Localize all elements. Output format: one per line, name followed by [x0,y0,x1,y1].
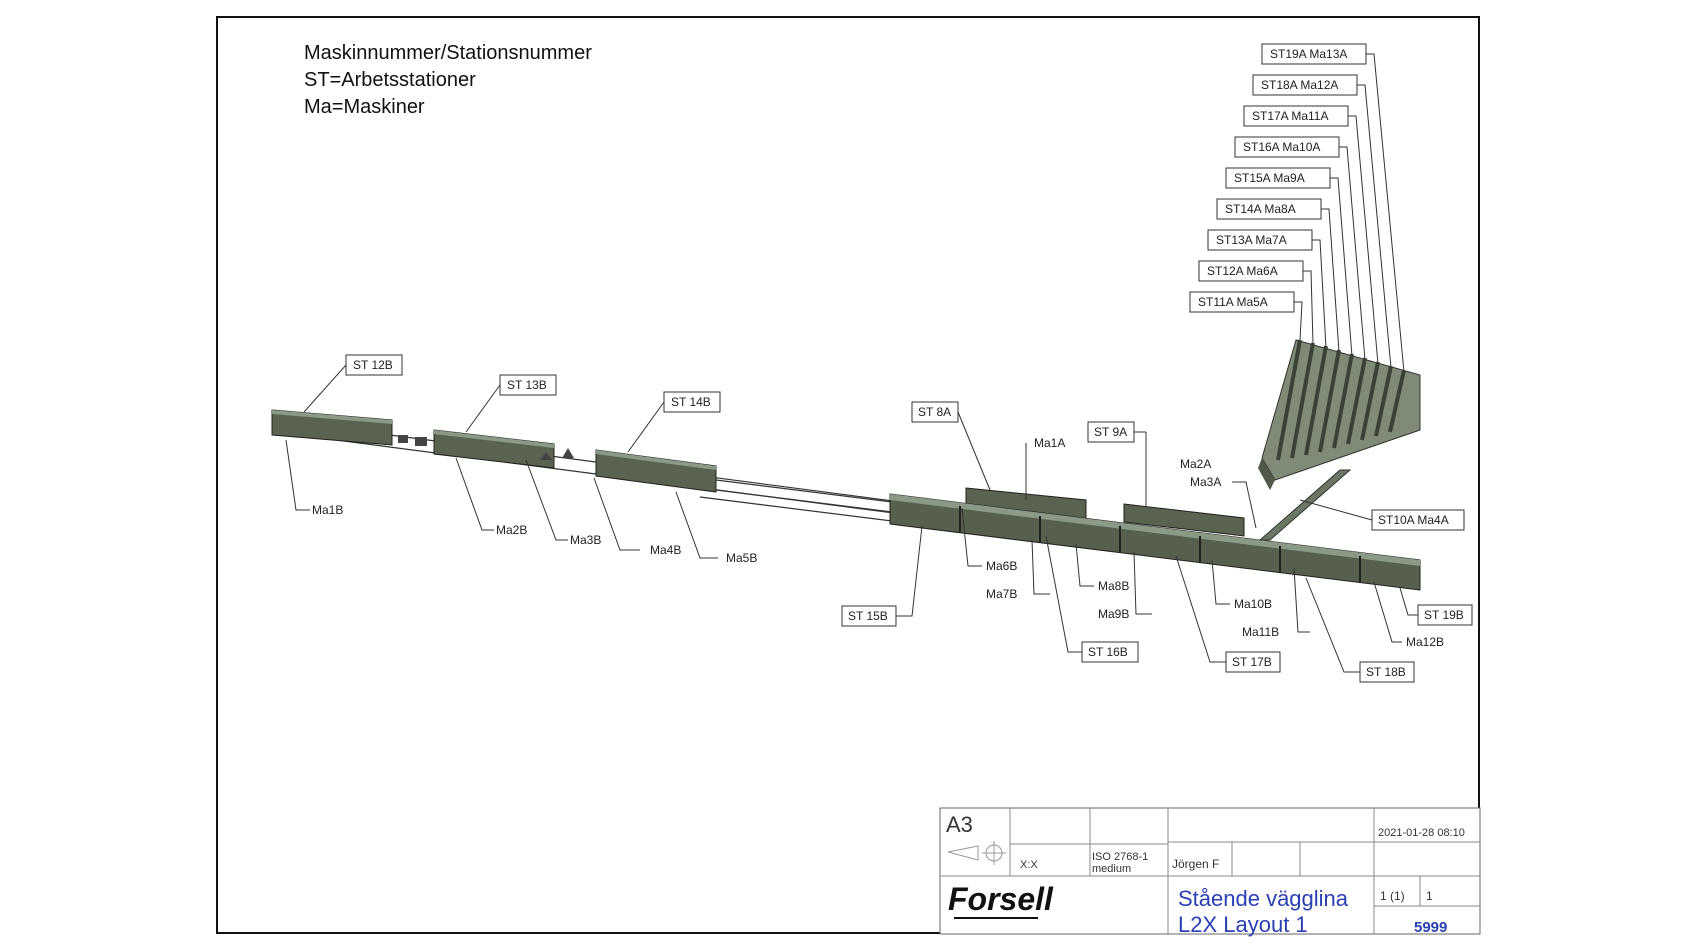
fan-label: ST11A Ma5A [1189,291,1303,341]
fan-label: ST14A Ma8A [1216,198,1340,353]
label-ma1a: Ma1A [1034,436,1065,450]
fan-label: ST18A Ma12A [1252,74,1392,369]
label-st13b: ST 13B [465,374,557,433]
label-st10a: ST10A Ma4A [1299,499,1465,531]
fan-labels: ST19A Ma13A ST18A Ma12A ST17A Ma11A ST16A M… [1189,43,1405,373]
fan-label-leader [1330,177,1353,357]
drawing-title-line-1: Stående vägglina [1178,886,1349,911]
legend-line-3: Ma=Maskiner [304,96,425,118]
label-st19b-text: ST 19B [1424,608,1464,622]
label-st17b-text: ST 17B [1232,655,1272,669]
label-st14b: ST 14B [627,391,721,453]
label-st14b-text: ST 14B [671,395,711,409]
drawing-number: 5999 [1414,919,1447,936]
revision: 1 [1426,889,1433,903]
sheet-size: A3 [946,812,973,837]
fan-label-leader [1321,208,1340,353]
label-st19b: ST 19B [1399,587,1473,626]
machine-block-left-3 [595,449,717,493]
label-ma2a: Ma2A [1180,457,1211,471]
scale: X:X [1020,859,1038,871]
drawing-date: 2021-01-28 08:10 [1378,827,1465,839]
tolerance-class: medium [1092,863,1131,875]
ma-b-leaders-right [961,507,1402,643]
fan-label-leader [1339,146,1366,361]
label-st12b: ST 12B [303,354,403,413]
designed-by: Jörgen F [1172,857,1219,871]
title-block: A3 ISO 2768-1 medium X:X Jörgen F 2021-0… [939,807,1481,937]
label-st16b: ST 16B [1045,535,1139,663]
fan-label: ST13A Ma7A [1207,229,1327,349]
label-ma3a: Ma3A [1190,475,1221,489]
label-ma8b: Ma8B [1098,579,1129,593]
label-ma10b: Ma10B [1234,597,1272,611]
fan-label-text: ST13A Ma7A [1216,233,1287,247]
label-st12b-text: ST 12B [353,358,393,372]
label-ma11b: Ma11B [1242,625,1279,639]
label-ma1b: Ma1B [312,503,343,517]
fan-label-text: ST12A Ma6A [1207,264,1278,278]
sheet-number: 1 (1) [1380,889,1405,903]
legend-line-1: Maskinnummer/Stationsnummer [304,42,592,64]
fan-label: ST19A Ma13A [1261,43,1405,373]
fan-label-leader [1348,115,1379,365]
machine-block-right-main [889,493,1421,591]
label-st18b-text: ST 18B [1366,665,1406,679]
label-st18b: ST 18B [1305,577,1415,683]
label-st9a-text: ST 9A [1094,425,1127,439]
label-st8a: ST 8A [911,401,991,491]
fan-label-text: ST19A Ma13A [1270,47,1347,61]
label-ma3b: Ma3B [570,533,601,547]
legend-line-2: ST=Arbetsstationer [304,69,476,91]
label-ma9b: Ma9B [1098,607,1129,621]
label-st16b-text: ST 16B [1088,645,1128,659]
fan-label-leader [1303,270,1314,345]
label-ma12b: Ma12B [1406,635,1444,649]
fan-label-leader [1366,53,1405,373]
machine-block-9a [1123,503,1245,537]
label-st15b-text: ST 15B [848,609,888,623]
conveyor-fixtures [398,435,574,460]
projection-symbol-icon [947,841,1006,865]
fan-label-leader [1357,84,1392,369]
machine-block-left-1 [271,409,393,446]
fan-label: ST17A Ma11A [1243,105,1379,365]
label-st10a-text: ST10A Ma4A [1378,513,1449,527]
forsell-logo: Forsell [948,881,1054,917]
fan-label-text: ST16A Ma10A [1243,140,1320,154]
fan-label: ST15A Ma9A [1225,167,1353,357]
dark-seams [959,506,1361,582]
label-st9a: ST 9A [1087,421,1147,506]
fan-structure [1258,339,1421,541]
ma-b-leaders [285,439,718,559]
fan-label: ST12A Ma6A [1198,260,1314,345]
fan-label-leader [1294,301,1303,341]
label-st13b-text: ST 13B [507,378,547,392]
label-ma6b: Ma6B [986,559,1017,573]
legend: Maskinnummer/Stationsnummer ST=Arbetssta… [304,40,592,121]
label-st8a-text: ST 8A [918,405,951,419]
fan-label-text: ST17A Ma11A [1252,109,1329,123]
machine-block-left-2 [433,429,555,469]
fan-label-text: ST18A Ma12A [1261,78,1338,92]
fan-label-text: ST15A Ma9A [1234,171,1305,185]
label-st15b: ST 15B [841,525,923,627]
tolerance-standard: ISO 2768-1 [1092,851,1148,863]
label-st17b: ST 17B [1175,555,1281,673]
fan-label-text: ST14A Ma8A [1225,202,1296,216]
label-ma5b: Ma5B [726,551,757,565]
fan-label: ST16A Ma10A [1234,136,1366,361]
fan-label-leader [1312,239,1327,349]
label-ma2b: Ma2B [496,523,527,537]
label-ma4b: Ma4B [650,543,681,557]
drawing-title-line-2: L2X Layout 1 [1178,912,1308,937]
label-ma7b: Ma7B [986,587,1017,601]
fan-label-text: ST11A Ma5A [1198,295,1268,309]
